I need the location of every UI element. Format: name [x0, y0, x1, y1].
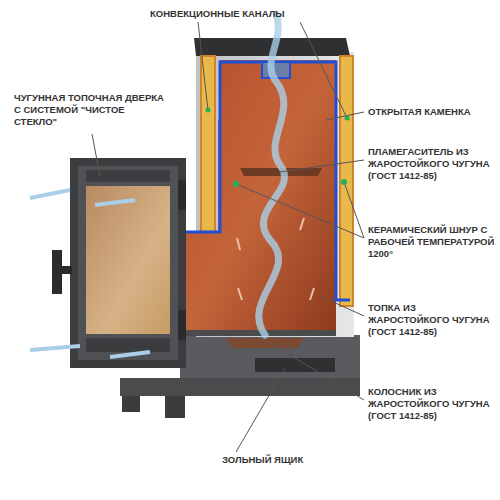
- callout-label: КОЛОСНИК ИЗ ЖАРОСТОЙКОГО ЧУГУНА (ГОСТ 14…: [368, 386, 496, 422]
- callout-label: ТОПКА ИЗ ЖАРОСТОЙКОГО ЧУГУНА (ГОСТ 1412-…: [368, 302, 496, 338]
- callout-label: КОНВЕКЦИОННЫЕ КАНАЛЫ: [150, 8, 350, 20]
- callout-label: ОТКРЫТАЯ КАМЕНКА: [368, 106, 496, 118]
- callout-label: ЧУГУННАЯ ТОПОЧНАЯ ДВЕРКА С СИСТЕМОЙ "ЧИС…: [14, 92, 164, 128]
- callout-label: ПЛАМЕГАСИТЕЛЬ ИЗ ЖАРОСТОЙКОГО ЧУГУНА (ГО…: [368, 146, 496, 182]
- callout-label: ЗОЛЬНЫЙ ЯЩИК: [222, 454, 342, 466]
- callout-label: КЕРАМИЧЕСКИЙ ШНУР С РАБОЧЕЙ ТЕМПЕРАТУРОЙ…: [368, 224, 496, 260]
